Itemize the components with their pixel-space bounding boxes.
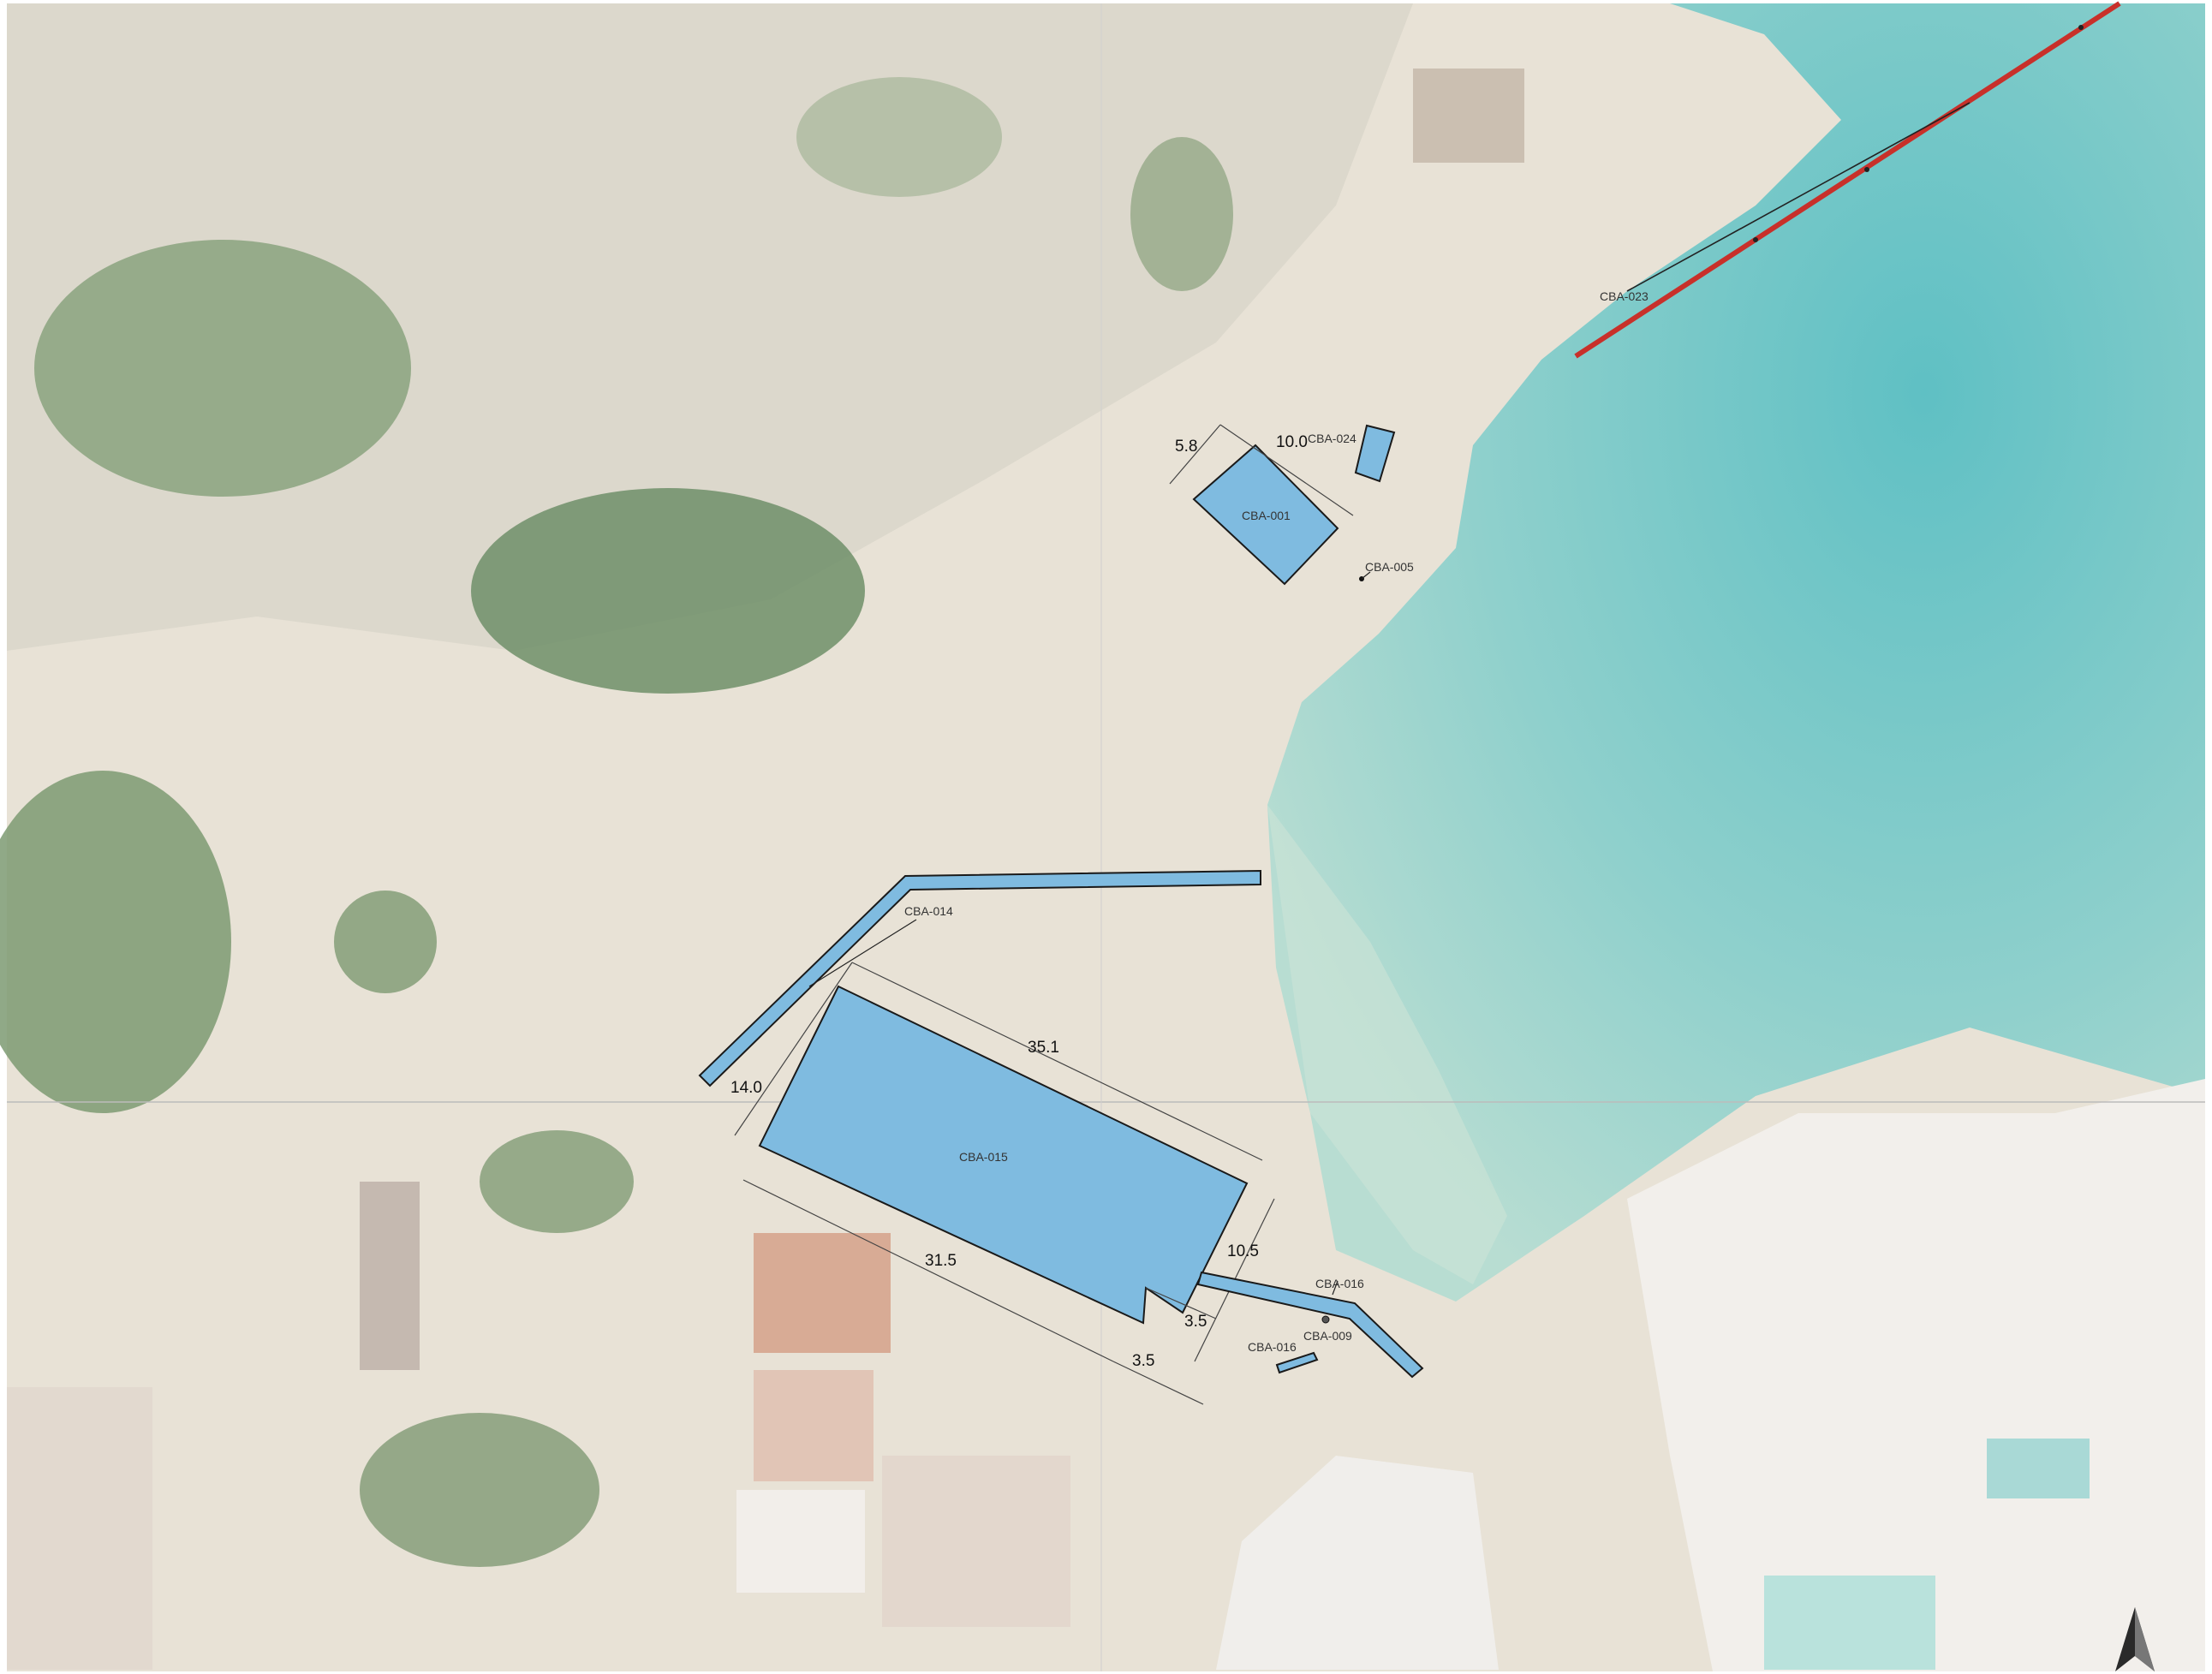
label-cba-023: CBA-023	[1600, 289, 1649, 303]
dimension-label: 5.8	[1175, 438, 1197, 456]
feature-cba-014[interactable]	[698, 869, 1261, 1087]
dimension-label: 31.5	[925, 1252, 957, 1270]
dimension-label: 3.5	[1184, 1313, 1207, 1331]
label-cba-001: CBA-001	[1242, 509, 1291, 522]
dimension-label: 3.5	[1132, 1352, 1154, 1370]
feature-cba-001[interactable]	[1169, 424, 1354, 586]
feature-cba-005[interactable]	[1359, 571, 1371, 581]
dimension-label: 10.0	[1276, 433, 1308, 451]
north-arrow-icon	[2115, 1607, 2155, 1671]
label-cba-024: CBA-024	[1308, 432, 1356, 445]
feature-cba-021[interactable]	[1196, 1271, 1424, 1379]
dimension-label: 35.1	[1028, 1039, 1059, 1057]
feature-cba-023[interactable]	[1574, 1, 2121, 359]
feature-cba-024[interactable]	[1354, 424, 1396, 483]
label-cba-021: CBA-016	[1315, 1277, 1364, 1290]
dimension-label: 10.5	[1227, 1242, 1259, 1260]
aerial-imagery	[0, 3, 2205, 1671]
label-cba-005: CBA-005	[1365, 560, 1414, 574]
label-cba-015: CBA-015	[959, 1150, 1008, 1164]
feature-cba-016[interactable]	[1275, 1351, 1319, 1374]
label-cba-009: CBA-009	[1303, 1329, 1352, 1343]
feature-cba-009[interactable]	[1321, 1315, 1330, 1324]
dimension-labels: 5.8 10.0 35.1 14.0 31.5 10.5 3.5 3.5	[730, 433, 1308, 1370]
dimension-label: 14.0	[730, 1079, 762, 1097]
label-cba-014: CBA-014	[904, 904, 953, 918]
feature-labels: CBA-023 CBA-024 CBA-001 CBA-005 CBA-014 …	[904, 289, 1649, 1354]
label-cba-016: CBA-016	[1248, 1340, 1297, 1354]
